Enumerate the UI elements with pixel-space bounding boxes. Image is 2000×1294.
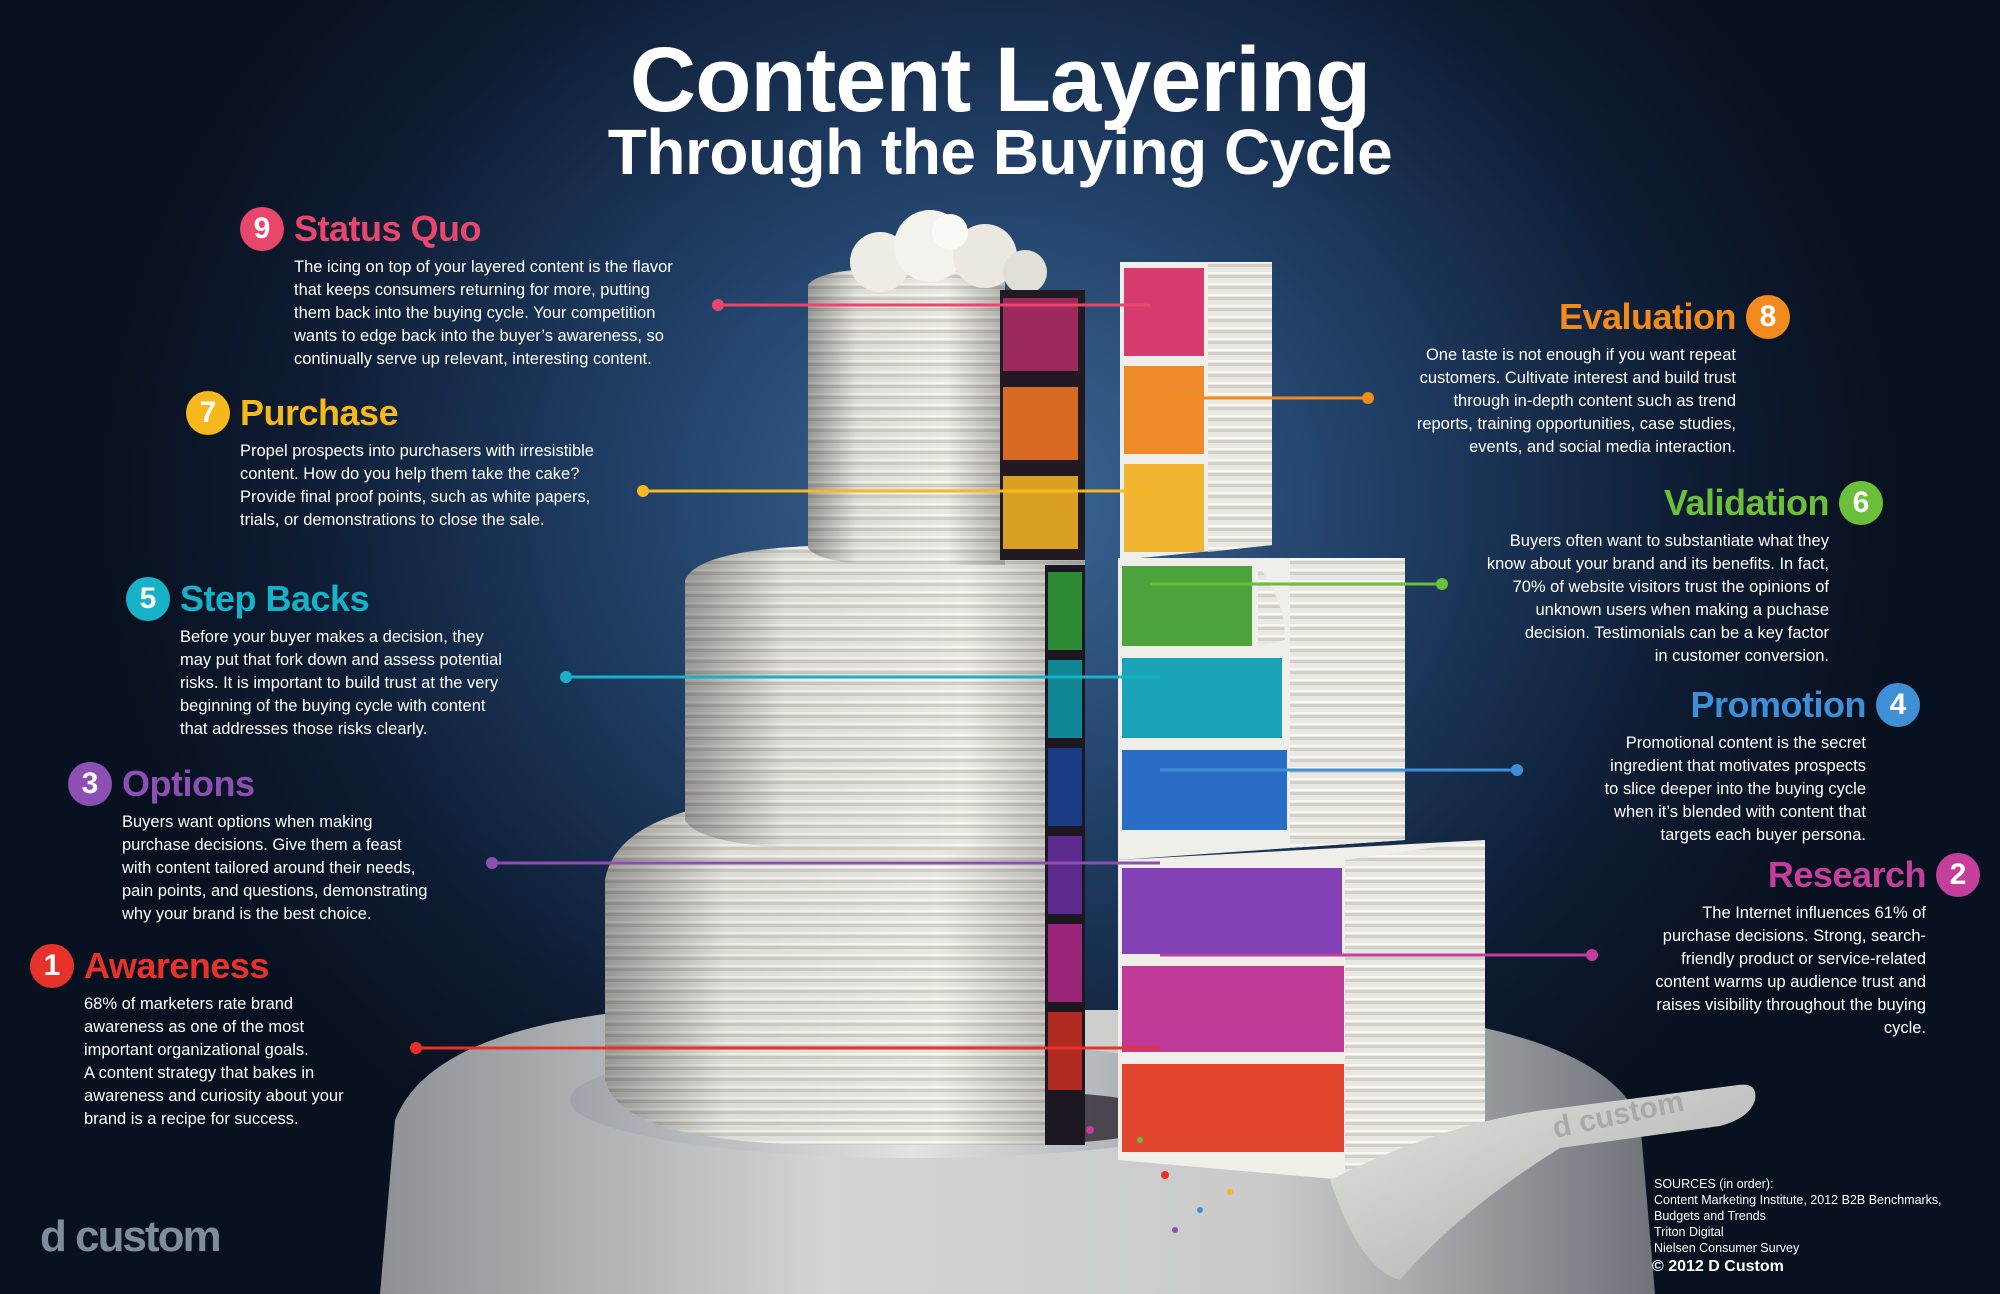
stage-number-badge: 7 <box>186 391 230 435</box>
copyright: © 2012 D Custom <box>1652 1258 1784 1275</box>
stage-description: The icing on top of your layered content… <box>294 258 673 368</box>
icing-rosette <box>850 210 1047 294</box>
stage-description: One taste is not enough if you want repe… <box>1416 346 1736 456</box>
stage-label: Options <box>122 763 255 804</box>
cake-tier-bottom-shade <box>605 795 1085 1145</box>
page-subtitle: Through the Buying Cycle <box>607 116 1393 188</box>
stage-number-badge: 9 <box>240 207 284 251</box>
stage-label: Purchase <box>240 392 399 433</box>
stage-label: Promotion <box>1690 684 1867 725</box>
cake-server <box>1330 1084 1756 1280</box>
stage-label: Status Quo <box>294 208 482 249</box>
stage-description: Before your buyer makes a decision, they… <box>180 628 502 738</box>
cake-interior <box>1000 290 1085 1145</box>
stage-label: Validation <box>1663 482 1830 523</box>
cake-slice <box>1118 262 1485 1180</box>
stage-number-badge: 6 <box>1839 481 1883 525</box>
stage-label: Awareness <box>84 945 269 986</box>
sources-list: SOURCES (in order): Content Marketing In… <box>1654 1177 1942 1255</box>
stage-label: Research <box>1767 854 1927 895</box>
stage-description: Buyers often want to substantiate what t… <box>1486 532 1829 665</box>
cake-crumbs <box>1086 1126 1233 1233</box>
stage-number-badge: 1 <box>30 944 74 988</box>
stage-number-badge: 3 <box>68 762 112 806</box>
brand-logo: d custom <box>40 1212 222 1261</box>
leader-lines <box>410 299 1598 1054</box>
stage-number-badge: 5 <box>126 577 170 621</box>
page-title: Content Layering <box>629 29 1371 131</box>
stage-number-badge: 4 <box>1876 683 1920 727</box>
stage-number-badge: 8 <box>1746 295 1790 339</box>
cake-tier-middle-shade <box>685 545 1085 850</box>
stage-label: Evaluation <box>1558 296 1737 337</box>
stage-number-badge: 2 <box>1936 853 1980 897</box>
cake-tier-top-shade <box>808 268 1005 565</box>
stage-description: Propel prospects into purchasers with ir… <box>240 442 594 529</box>
stage-label: Step Backs <box>180 578 370 619</box>
